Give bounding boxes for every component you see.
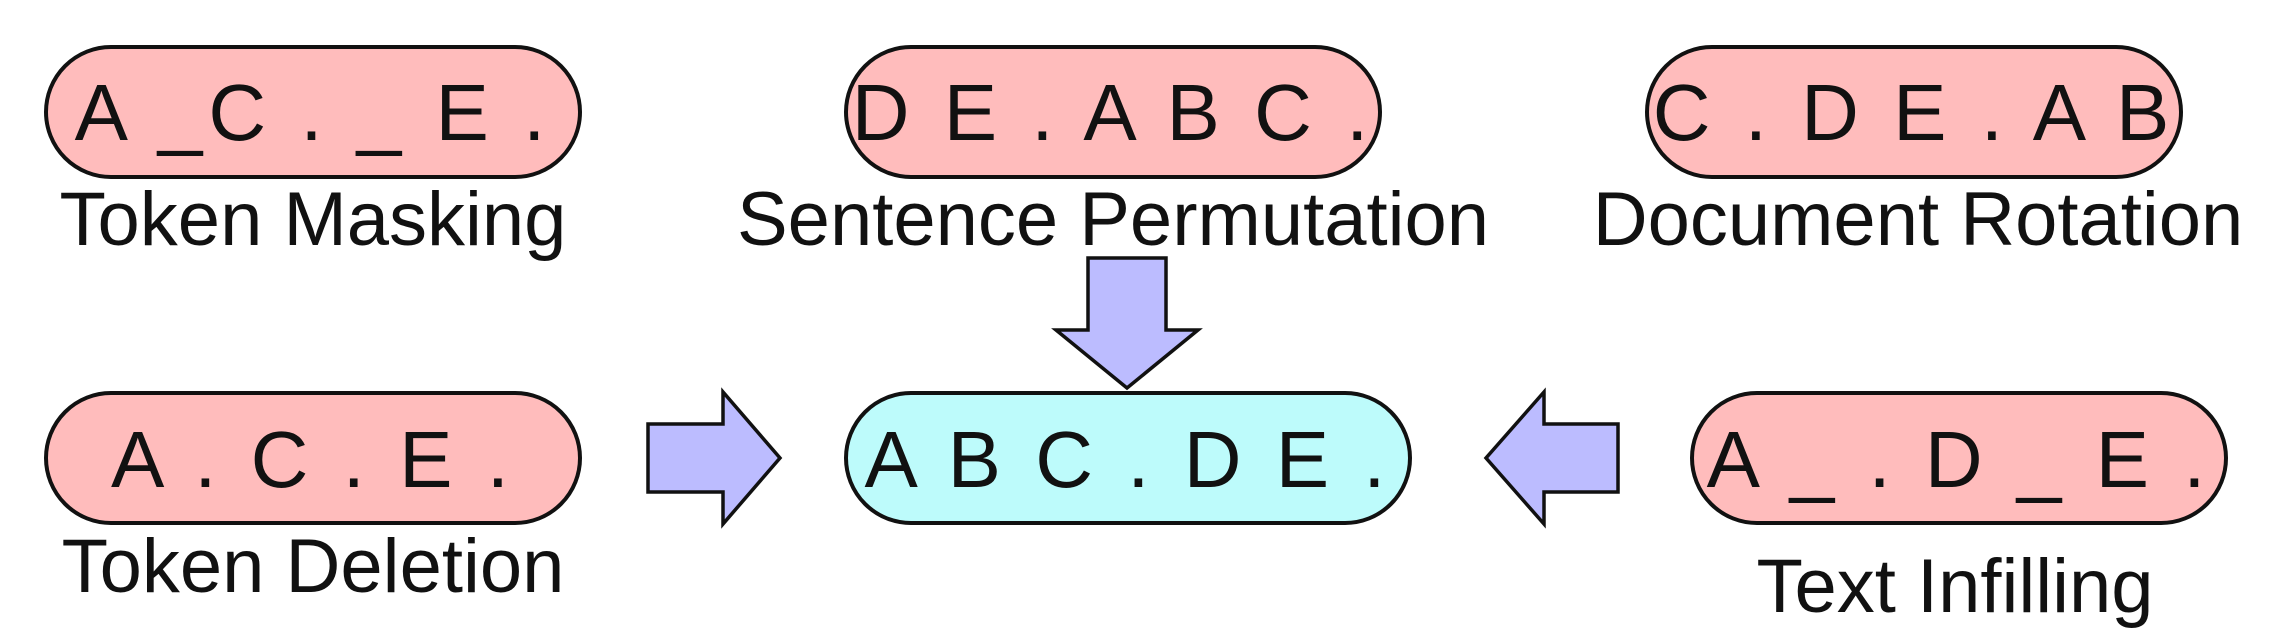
document-rotation-caption: Document Rotation	[1593, 177, 2244, 262]
arrow-left-icon	[1483, 387, 1620, 529]
token-deletion-pill	[44, 391, 582, 525]
text-infilling-node: A _ . D _ E . Text Infilling	[1690, 391, 2228, 629]
document-rotation-pill	[1645, 45, 2183, 179]
document-rotation-node: C . D E . A B Document Rotation	[1593, 45, 2244, 262]
arrow-down-icon	[1051, 256, 1203, 391]
text-infilling-pill	[1690, 391, 2228, 525]
sentence-permutation-node: D E . A B C . Sentence Permutation	[737, 45, 1489, 262]
token-masking-caption: Token Masking	[60, 177, 567, 262]
token-deletion-caption: Token Deletion	[62, 524, 565, 609]
text-infilling-sequence: A _ . D _ E .	[1707, 415, 2212, 504]
token-deletion-node: A . C . E . Token Deletion	[44, 391, 582, 609]
token-masking-pill	[44, 45, 582, 179]
sentence-permutation-caption: Sentence Permutation	[737, 177, 1489, 262]
original-document-pill	[844, 391, 1412, 525]
arrow-right-icon	[646, 387, 783, 529]
original-document-node: A B C . D E .	[844, 391, 1412, 525]
token-masking-node: A _C . _ E . Token Masking	[44, 45, 582, 262]
text-infilling-caption: Text Infilling	[1756, 544, 2153, 629]
sentence-permutation-sequence: D E . A B C .	[852, 68, 1375, 157]
original-document-sequence: A B C . D E .	[864, 415, 1391, 504]
token-masking-sequence: A _C . _ E .	[75, 68, 552, 157]
token-deletion-sequence: A . C . E .	[111, 415, 515, 504]
sentence-permutation-pill	[844, 45, 1382, 179]
document-rotation-sequence: C . D E . A B	[1653, 68, 2176, 157]
